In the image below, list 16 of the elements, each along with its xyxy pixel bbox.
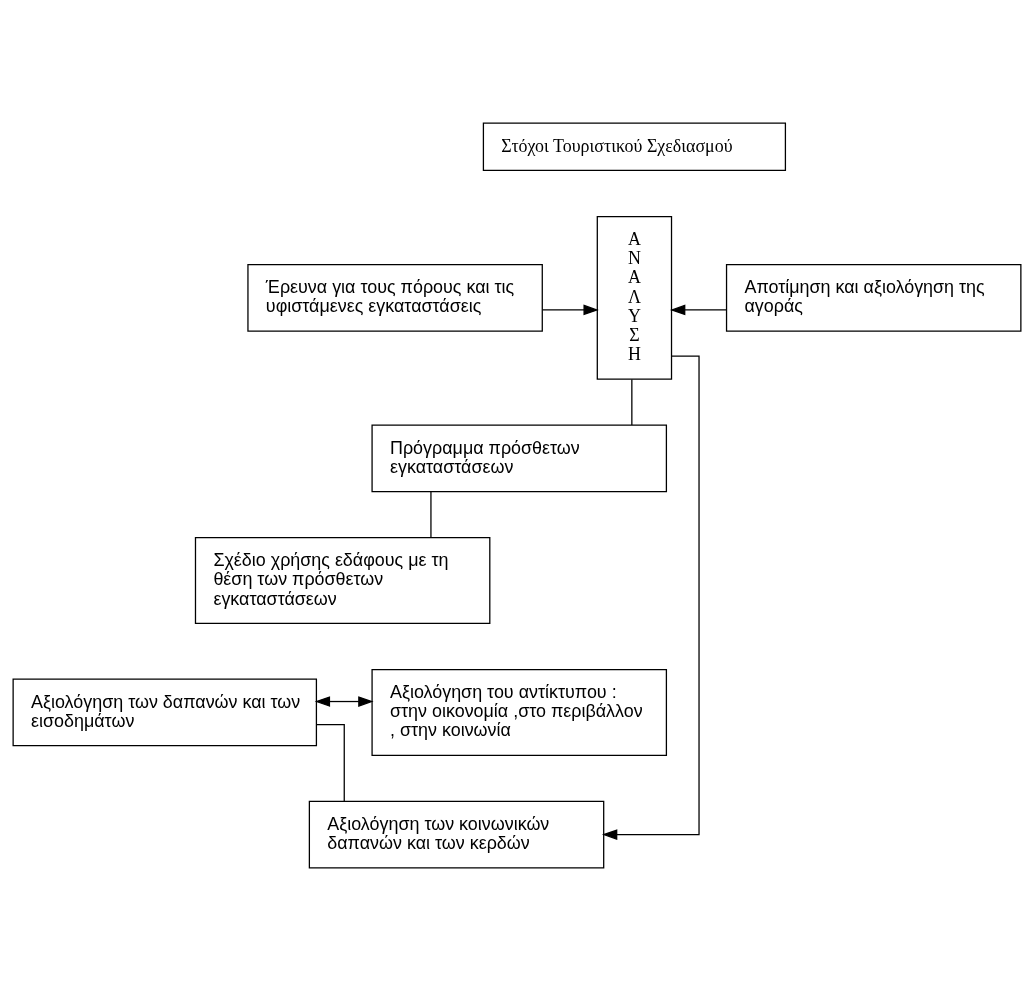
node-box: ΑΝΑΛΥΣΗ [596,215,673,380]
node-box: Αποτίμηση και αξιολόγηση της αγοράς [725,263,1022,332]
arrow [314,696,374,707]
node-box: Πρόγραμμα πρόσθετων εγκαταστάσεων [371,424,668,493]
node-box: Σχέδιο χρήσης εδάφους με τη θέση των πρόσθετων εγκαταστάσεων [194,537,491,625]
arrow [601,355,700,840]
arrow [670,304,727,316]
connector [315,723,345,802]
node-box: Αξιολόγηση των κοινωνικών δαπανών και των κερδών [308,800,605,869]
node-box: Αξιολόγηση του αντίκτυπου : στην οικονομία ,στο περιβάλλον , στην κοινωνία [371,668,668,756]
node-box: Στόχοι Τουριστικού Σχεδιασμού [482,122,787,172]
node-box: Αξιολόγηση των δαπανών και των εισοδημάτων [12,678,318,747]
arrow [541,304,599,316]
connector [430,491,432,539]
connector [631,378,633,426]
node-box: Έρευνα για τους πόρους και τις υφιστάμενες εγκαταστάσεις [247,263,543,332]
